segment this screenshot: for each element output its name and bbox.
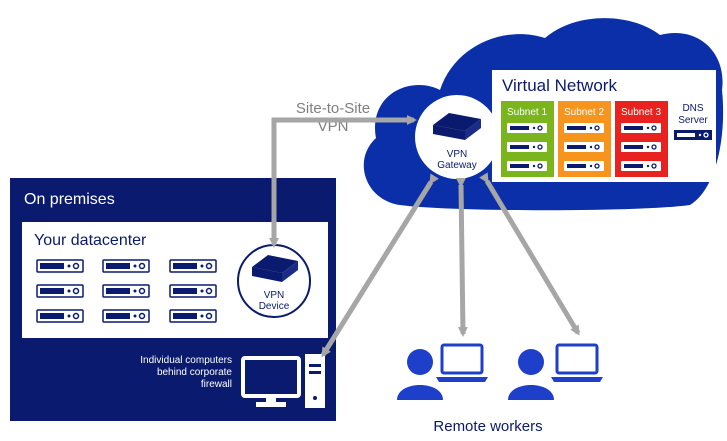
datacenter-label: Your datacenter <box>34 232 147 249</box>
server-icon <box>506 160 548 172</box>
subnet-3-label: Subnet 3 <box>621 107 661 118</box>
remote-workers-label: Remote workers <box>433 418 542 435</box>
on-premises-panel: On premises Your datacenter VPN Device <box>10 178 336 421</box>
dns-server: DNS Server <box>674 103 712 140</box>
subnet-3: Subnet 3 <box>615 101 668 177</box>
individual-computers-line1: Individual computers <box>140 355 232 366</box>
server-icon <box>620 160 662 172</box>
server-icon <box>169 284 217 298</box>
datacenter-servers <box>36 259 217 323</box>
virtual-network-label: Virtual Network <box>502 76 617 95</box>
server-icon <box>102 284 150 298</box>
server-icon <box>563 160 605 172</box>
server-icon <box>36 284 84 298</box>
router-icon <box>433 113 481 140</box>
server-icon <box>102 259 150 273</box>
vpn-gateway-label-line1: VPN <box>447 149 468 160</box>
vpn-device: VPN Device <box>237 244 311 318</box>
vpn-gateway: VPN Gateway <box>415 95 499 179</box>
laptop-icon <box>551 343 603 382</box>
site-to-site-label-line1: Site-to-Site <box>296 100 370 117</box>
server-icon <box>169 259 217 273</box>
site-to-site-connection <box>269 115 417 248</box>
server-icon <box>169 309 217 323</box>
subnet-2-label: Subnet 2 <box>564 107 604 118</box>
person-icon <box>397 349 443 400</box>
vpn-device-label-line2: Device <box>259 301 290 312</box>
on-premises-label: On premises <box>24 191 115 208</box>
server-icon <box>563 141 605 153</box>
server-icon <box>620 122 662 134</box>
individual-computers-line2: behind corporate <box>157 367 232 378</box>
server-icon <box>102 309 150 323</box>
dns-label-line1: DNS <box>682 103 703 114</box>
server-icon <box>506 122 548 134</box>
individual-computers-line3: firewall <box>201 379 232 390</box>
remote-worker-2 <box>508 343 603 400</box>
server-icon <box>563 122 605 134</box>
desktop-computer-icon <box>241 354 325 408</box>
server-icon <box>506 141 548 153</box>
laptop-icon <box>436 343 488 382</box>
subnet-1-label: Subnet 1 <box>507 107 547 118</box>
vpn-device-label-line1: VPN <box>264 290 285 301</box>
subnet-1: Subnet 1 <box>501 101 554 177</box>
server-icon <box>620 141 662 153</box>
vpn-gateway-label-line2: Gateway <box>437 160 476 171</box>
remote-worker-1 <box>397 343 488 400</box>
router-icon <box>252 255 298 282</box>
subnet-2: Subnet 2 <box>558 101 611 177</box>
server-icon <box>36 309 84 323</box>
person-icon <box>508 349 554 400</box>
dns-label-line2: Server <box>678 115 708 126</box>
remote-connections <box>320 172 581 358</box>
server-icon <box>36 259 84 273</box>
